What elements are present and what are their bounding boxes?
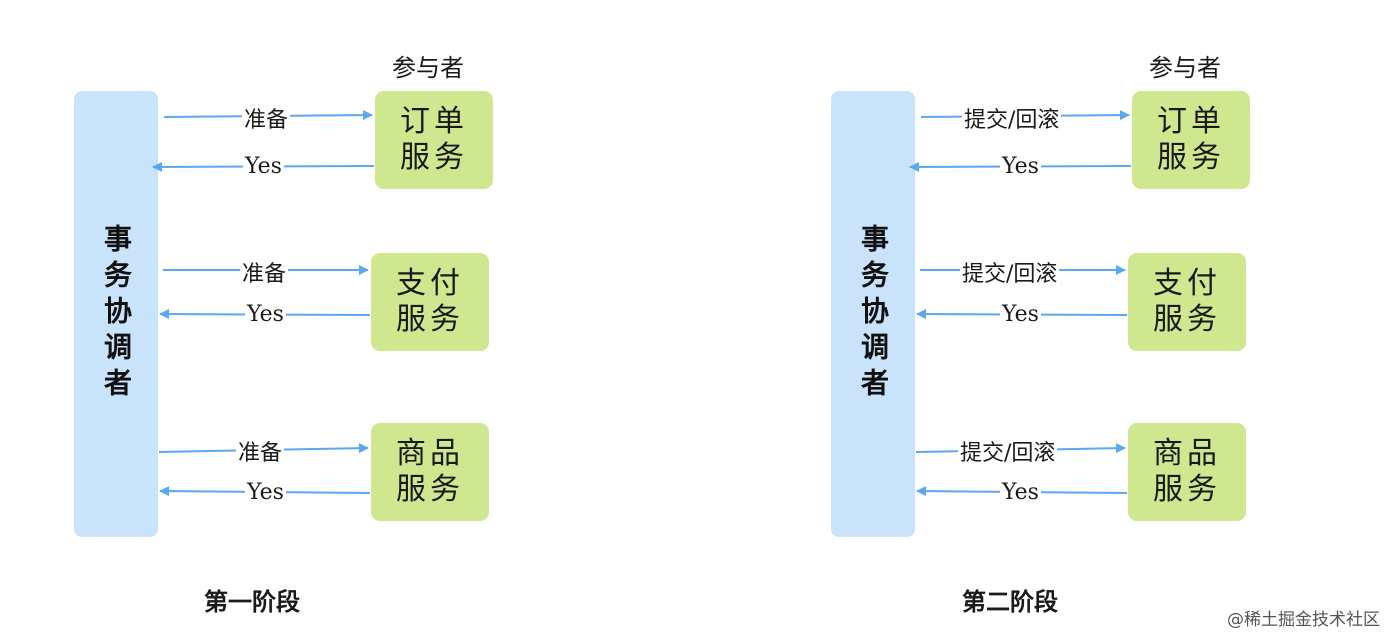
request-label: 准备 bbox=[236, 435, 285, 467]
coordinator-box: 事务协调者 bbox=[831, 91, 915, 537]
response-label: Yes bbox=[243, 154, 284, 179]
response-label: Yes bbox=[245, 480, 286, 505]
phase-label: 第二阶段 bbox=[962, 588, 1058, 616]
response-label: Yes bbox=[245, 302, 286, 327]
service-label: 支付服务 bbox=[1153, 266, 1221, 337]
service-box-order: 订单服务 bbox=[375, 91, 493, 189]
response-label: Yes bbox=[1000, 302, 1041, 327]
request-label: 准备 bbox=[242, 102, 291, 134]
service-label: 商品服务 bbox=[396, 436, 464, 507]
response-label: Yes bbox=[1000, 154, 1041, 179]
participants-title: 参与者 bbox=[392, 54, 464, 82]
phase-1-panel: 事务协调者 参与者 订单服务 支付服务 商品服务 准备 Yes 准备 Yes 准… bbox=[74, 54, 493, 616]
service-label: 商品服务 bbox=[1153, 436, 1221, 507]
service-label: 订单服务 bbox=[1157, 104, 1225, 175]
service-box-order: 订单服务 bbox=[1132, 91, 1250, 189]
arrows-layer bbox=[152, 110, 375, 497]
request-label: 准备 bbox=[240, 256, 289, 288]
phase-label: 第一阶段 bbox=[204, 588, 300, 616]
service-box-payment: 支付服务 bbox=[371, 253, 489, 351]
response-label: Yes bbox=[1000, 480, 1041, 505]
phase-2-panel: 事务协调者 参与者 订单服务 支付服务 商品服务 提交/回滚 Yes 提交/回滚… bbox=[757, 0, 1396, 644]
request-label: 提交/回滚 bbox=[962, 102, 1062, 134]
request-label: 提交/回滚 bbox=[960, 256, 1060, 288]
request-label: 提交/回滚 bbox=[958, 435, 1058, 467]
coordinator-label: 事务协调者 bbox=[100, 224, 133, 404]
coordinator-label: 事务协调者 bbox=[857, 224, 890, 404]
service-box-product: 商品服务 bbox=[371, 423, 489, 521]
participants-title: 参与者 bbox=[1149, 54, 1221, 82]
arrows-layer bbox=[909, 110, 1132, 497]
service-label: 支付服务 bbox=[396, 266, 464, 337]
service-label: 订单服务 bbox=[400, 104, 468, 175]
service-box-product: 商品服务 bbox=[1128, 423, 1246, 521]
watermark: @稀土掘金技术社区 bbox=[1227, 610, 1380, 630]
service-box-payment: 支付服务 bbox=[1128, 253, 1246, 351]
coordinator-box: 事务协调者 bbox=[74, 91, 158, 537]
